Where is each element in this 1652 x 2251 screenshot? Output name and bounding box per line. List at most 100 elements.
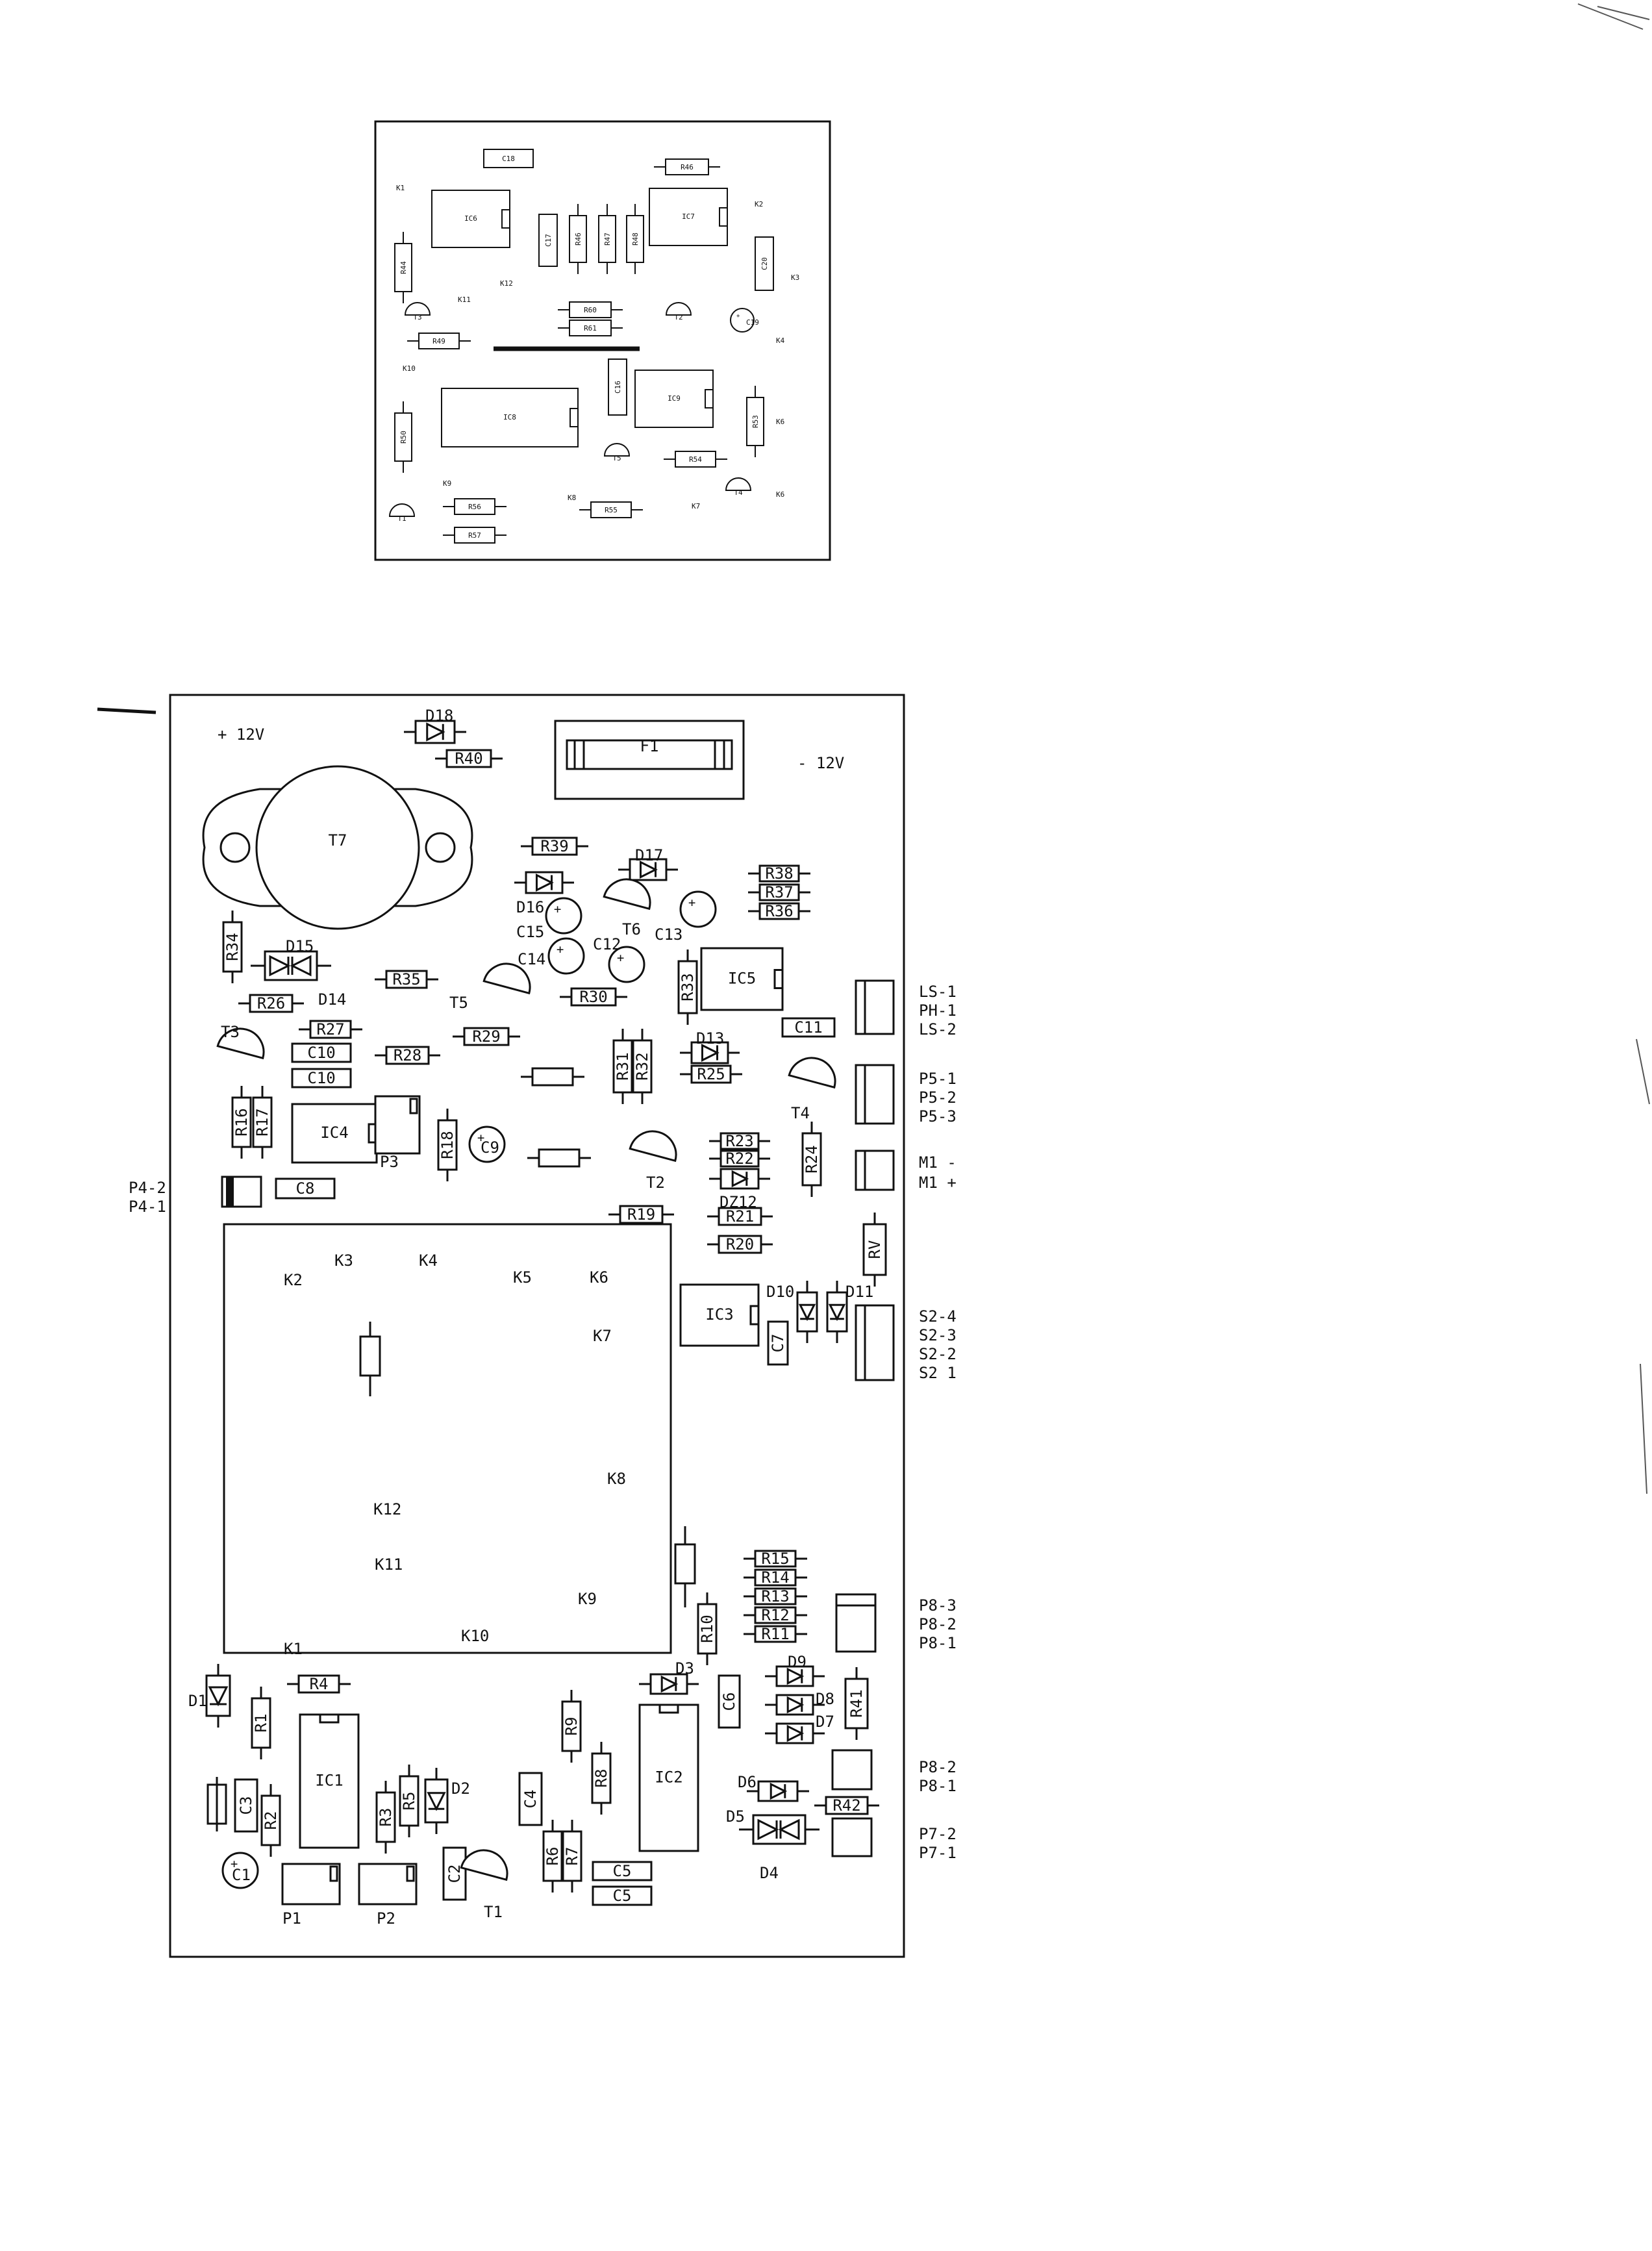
- component-label: D11: [845, 1283, 873, 1301]
- component-label: R26: [257, 994, 285, 1012]
- component-label: R13: [761, 1587, 789, 1605]
- component-label: P2: [377, 1909, 395, 1928]
- component-r46b: R46: [569, 204, 587, 274]
- component-label: D17: [635, 846, 663, 864]
- component-label: C5: [613, 1862, 632, 1880]
- component-label: R10: [698, 1615, 716, 1642]
- component-r11: R11: [744, 1625, 807, 1643]
- component-label: R19: [627, 1205, 655, 1224]
- component-label: R56: [468, 503, 481, 511]
- component-label: K8: [568, 494, 576, 502]
- component-label: R38: [765, 864, 793, 883]
- connector-label: M1 +: [919, 1174, 957, 1192]
- component-c8: C8: [275, 1177, 336, 1200]
- relay-label: K9: [578, 1590, 597, 1608]
- component-r57: R57: [443, 527, 507, 544]
- component-r36: R36: [748, 902, 810, 920]
- component-k9: K9: [443, 479, 451, 488]
- component-c7: C7: [767, 1320, 789, 1366]
- component-r61: R61: [558, 320, 623, 336]
- relay-label: K7: [593, 1327, 612, 1345]
- component-r42: R42: [814, 1796, 879, 1815]
- connector-label: LS-1: [919, 983, 957, 1001]
- component-label: K3: [791, 273, 799, 282]
- component-c9: +C9: [468, 1126, 506, 1163]
- component-r31: R31: [612, 1029, 633, 1104]
- component-r10: R10: [697, 1592, 718, 1665]
- component-c1: +C1: [221, 1852, 259, 1889]
- connector-label: P4-1: [129, 1198, 166, 1216]
- relay-label: K11: [375, 1555, 403, 1574]
- component-label: T1: [484, 1903, 503, 1921]
- component-r60: R60: [558, 301, 623, 318]
- component-label: C10: [307, 1069, 335, 1087]
- component-r44: R44: [394, 232, 412, 303]
- component-r22: R22: [709, 1150, 770, 1168]
- component-label: C14: [518, 950, 545, 968]
- component-label: R57: [468, 531, 481, 540]
- component-r49: R49: [407, 333, 471, 349]
- component-label: C20: [760, 257, 769, 270]
- component-label: C16: [614, 381, 622, 394]
- component-c20: C20: [755, 236, 774, 291]
- component-label: R30: [579, 988, 607, 1006]
- component-label: R5: [400, 1792, 418, 1811]
- relay-label: K2: [284, 1271, 303, 1289]
- board-edge-fuse: [674, 1526, 696, 1607]
- connector-label: P8-1: [919, 1777, 957, 1795]
- relay-label: K1: [284, 1640, 303, 1658]
- component-label: R12: [761, 1606, 789, 1624]
- component-k4: K4: [776, 336, 785, 345]
- component-label: R24: [803, 1145, 821, 1173]
- component-label: D8: [816, 1690, 834, 1708]
- connector-label: S2-2: [919, 1345, 957, 1363]
- component-label: R16: [232, 1108, 251, 1136]
- component-r7: R7: [562, 1820, 582, 1893]
- component-label: R29: [472, 1027, 500, 1046]
- component-c12: +C12: [593, 935, 645, 983]
- component-label: R44: [399, 261, 408, 274]
- component-label: +: [477, 1131, 484, 1145]
- component-p2: P2: [358, 1863, 418, 1928]
- component-d13: D13: [680, 1029, 740, 1064]
- component-r32: R32: [632, 1029, 653, 1104]
- component-label: R4: [310, 1675, 329, 1693]
- component-c4: C4: [518, 1772, 543, 1826]
- component-label: +: [688, 896, 695, 910]
- connector-label: S2 1: [919, 1364, 957, 1382]
- component-label: R3: [377, 1808, 395, 1827]
- component-r20: R20: [707, 1235, 773, 1254]
- component-r48: R48: [626, 204, 644, 274]
- component-label: +: [617, 951, 624, 965]
- component-label: R39: [540, 837, 568, 855]
- component-label: R40: [455, 749, 482, 768]
- component-res_mid2: [527, 1148, 591, 1168]
- component-t3: T3: [216, 1023, 265, 1060]
- component-r39: R39: [521, 836, 588, 856]
- component-r27: R27: [299, 1020, 362, 1039]
- component-t2t: T2: [665, 302, 692, 321]
- component-r28: R28: [375, 1046, 440, 1065]
- component-r38: R38: [748, 864, 810, 883]
- component-label: T6: [622, 920, 641, 938]
- component-label: D9: [788, 1653, 807, 1671]
- component-c13: + C13: [655, 890, 717, 944]
- scan-noise: [1577, 3, 1650, 1494]
- component-r5: R5: [399, 1765, 419, 1837]
- component-label: R33: [679, 973, 697, 1001]
- component-r56: R56: [443, 498, 507, 515]
- component-label: C9: [481, 1138, 499, 1157]
- component-label: T1: [397, 514, 406, 523]
- component-ic9: IC9: [634, 370, 714, 428]
- component-label: C13: [655, 925, 682, 944]
- component-label: R20: [726, 1235, 754, 1253]
- component-label: R35: [392, 970, 420, 988]
- component-label: F1: [640, 737, 659, 755]
- component-label: P1: [282, 1909, 301, 1928]
- component-d8: D8: [765, 1690, 834, 1716]
- component-label: R7: [563, 1847, 581, 1866]
- component-label: +: [231, 1857, 238, 1871]
- bottom-board-outline: [169, 694, 905, 1958]
- component-label: C3: [237, 1796, 255, 1815]
- component-r30: R30: [560, 987, 627, 1007]
